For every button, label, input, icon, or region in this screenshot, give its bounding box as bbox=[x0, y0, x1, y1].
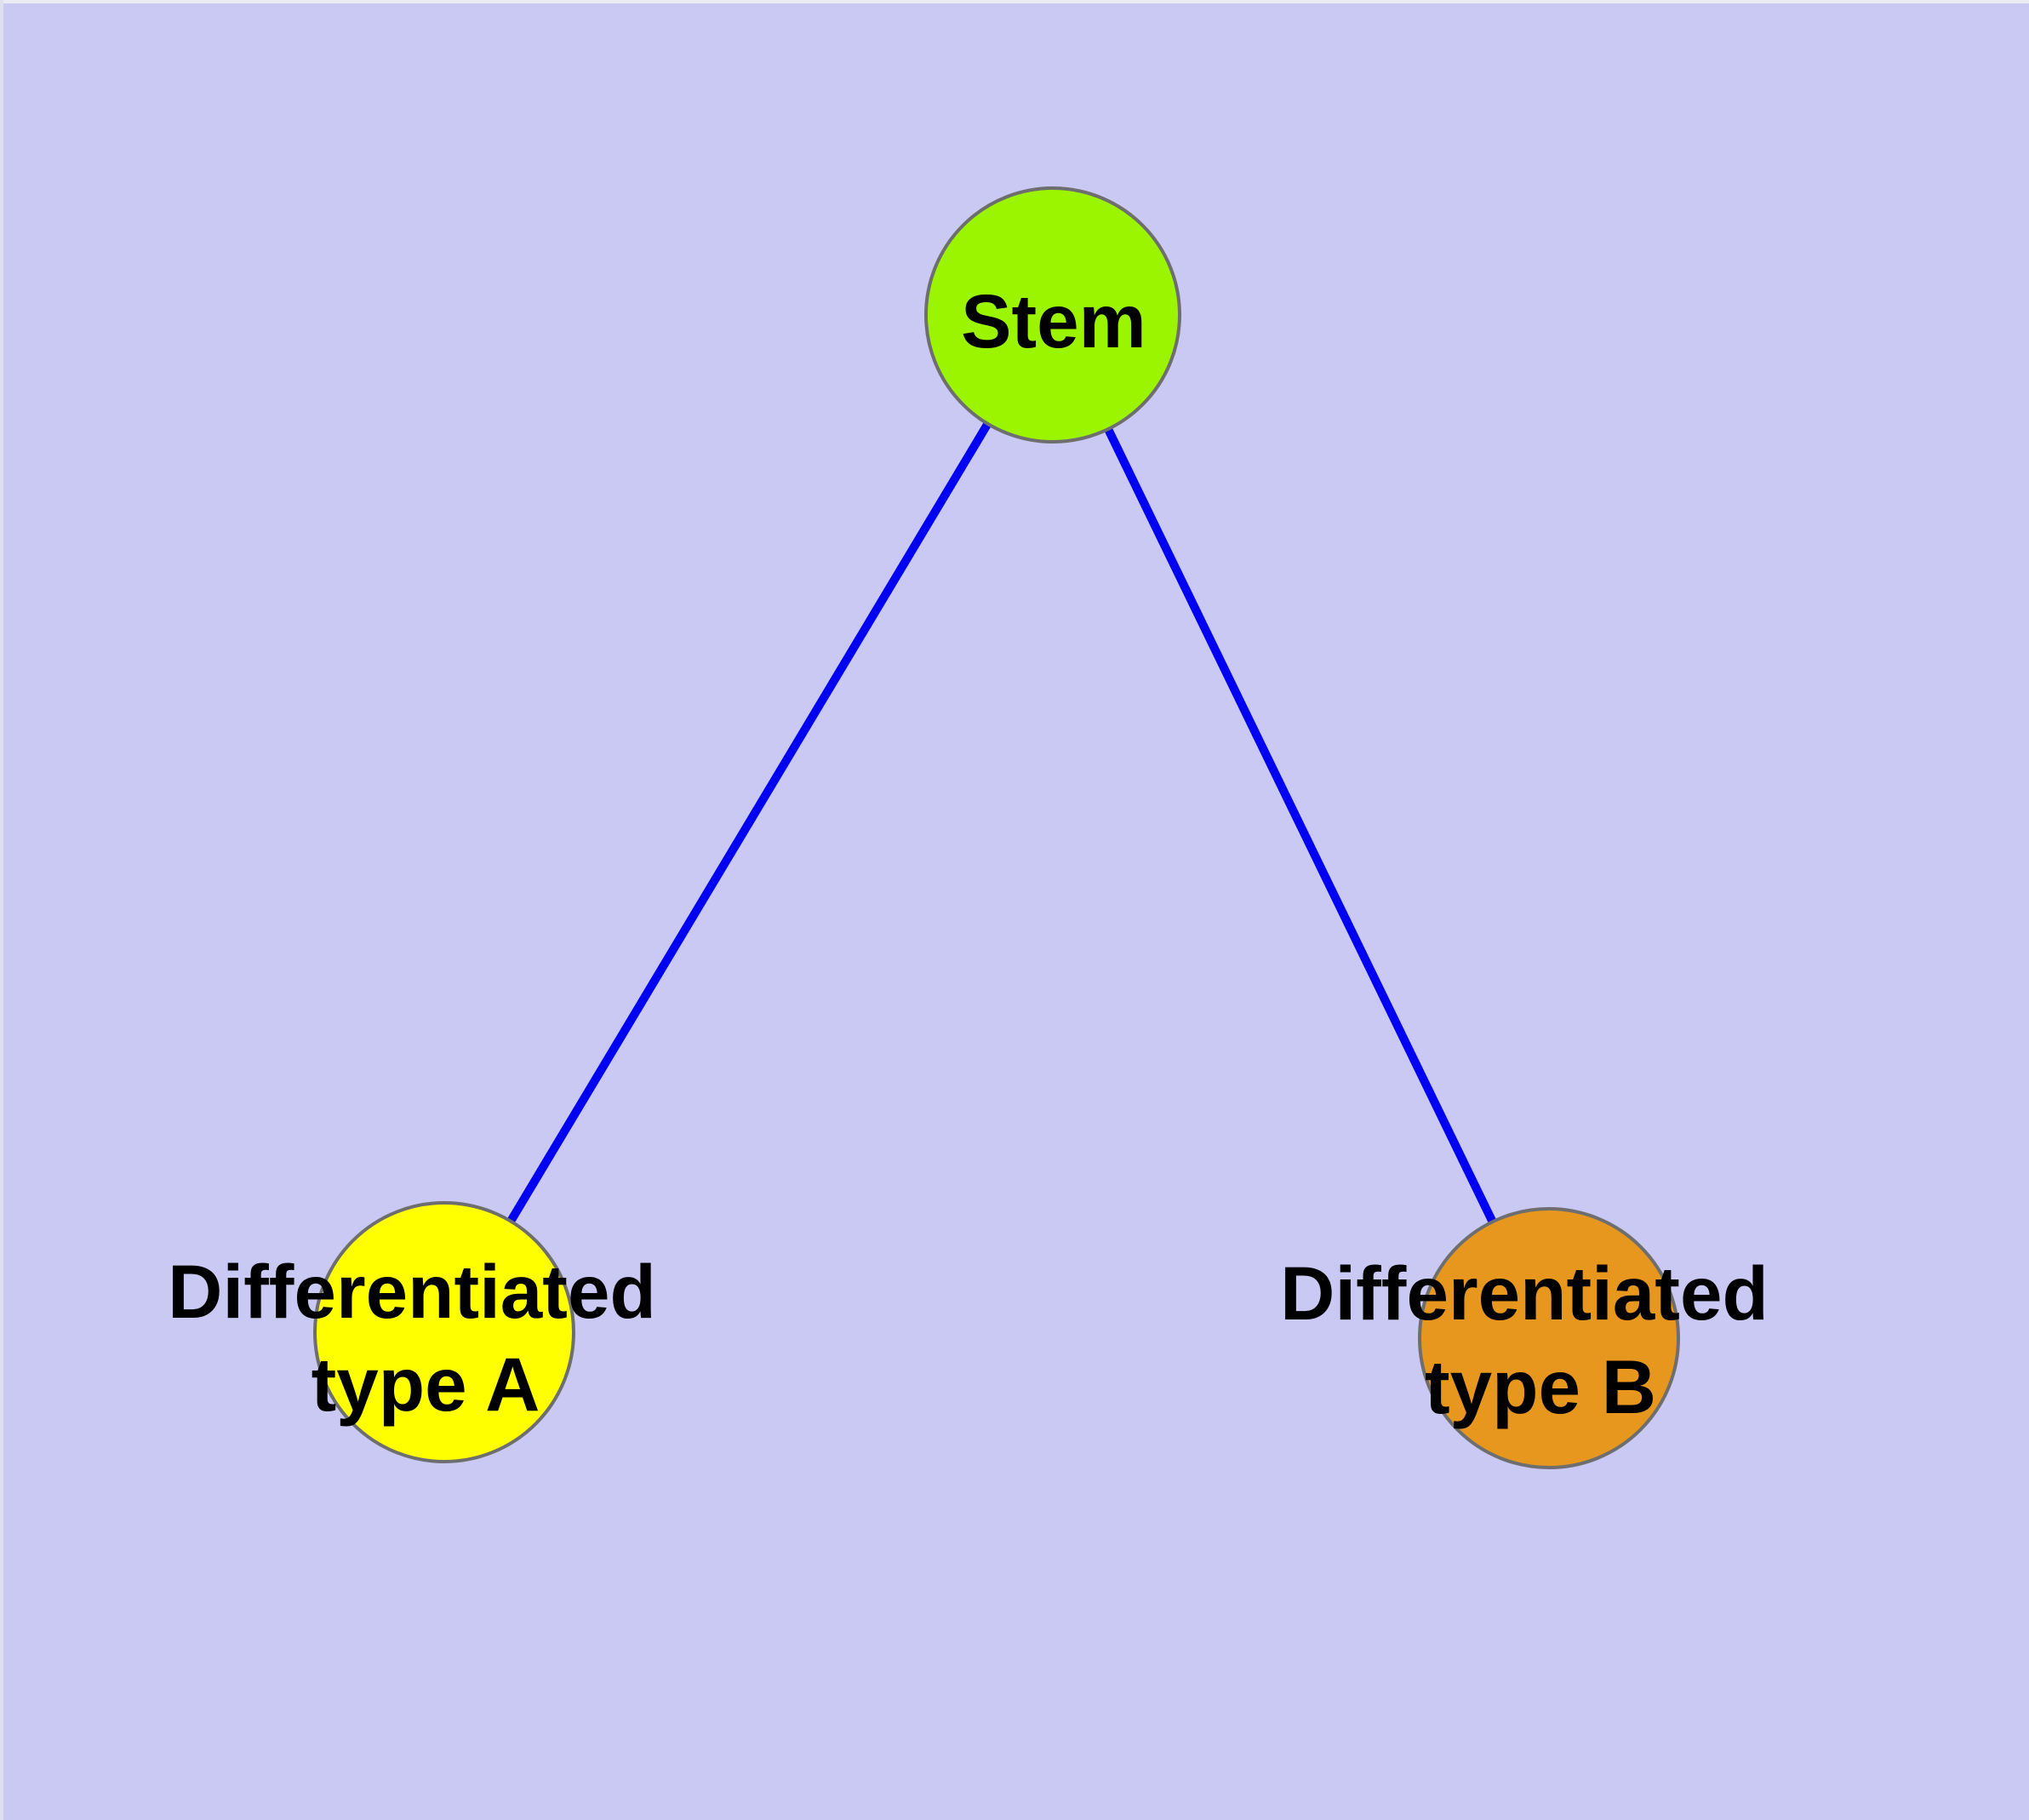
type-a-node-circle bbox=[313, 1201, 575, 1463]
type-b-node-label-line-2: type B bbox=[1425, 1344, 1656, 1429]
type-b-node-label-line-1: Differentiated bbox=[1280, 1251, 1769, 1336]
stem-node-label: Stem bbox=[961, 278, 1146, 363]
edge-stem-to-type-b bbox=[1049, 312, 1553, 1341]
edge-stem-to-type-a bbox=[440, 312, 1057, 1335]
canvas-left-edge-highlight bbox=[0, 0, 3, 1820]
type-a-node-label-line-1: Differentiated bbox=[168, 1249, 656, 1334]
type-a-node-label-line-2: type A bbox=[311, 1342, 540, 1427]
type-b-node-circle bbox=[1418, 1207, 1680, 1469]
stem-node-circle bbox=[924, 186, 1181, 444]
canvas-top-edge-highlight bbox=[0, 0, 2029, 3]
